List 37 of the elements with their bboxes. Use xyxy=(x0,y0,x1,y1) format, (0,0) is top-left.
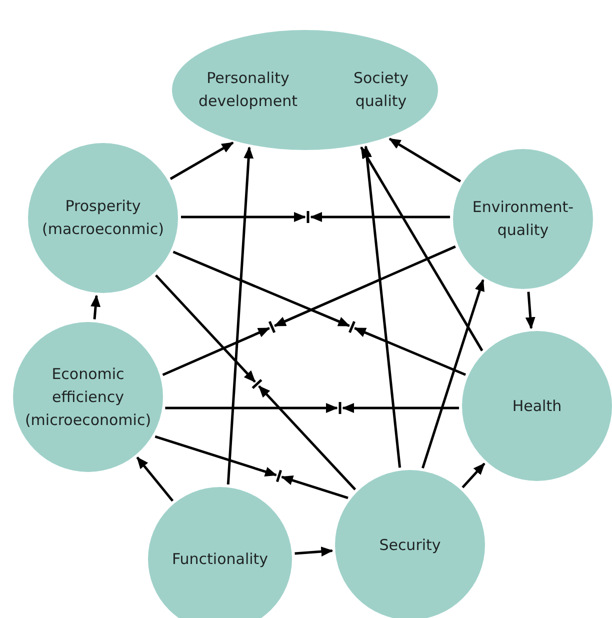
node-label: Environment-quality xyxy=(471,197,575,241)
arrow xyxy=(525,292,536,330)
arrow xyxy=(342,403,460,413)
arrow xyxy=(181,212,306,222)
node-label: Functionality xyxy=(172,548,268,570)
node-label: Security xyxy=(379,534,441,556)
arrow xyxy=(154,274,256,383)
node-label: Society quality xyxy=(352,68,410,112)
arrow xyxy=(280,475,348,500)
arrow xyxy=(310,212,450,222)
arrow xyxy=(170,142,234,180)
conflict-bar xyxy=(268,321,276,333)
conflict-bar xyxy=(348,320,356,334)
arrow xyxy=(172,250,350,327)
arrow xyxy=(354,327,466,376)
arrow xyxy=(90,294,101,320)
arrow xyxy=(162,327,270,376)
arrow xyxy=(258,385,356,490)
node-label: Prosperity (macroeconmic) xyxy=(42,196,164,240)
conflict-bar xyxy=(306,211,310,223)
arrow xyxy=(154,435,278,477)
conflict-bar xyxy=(338,402,342,414)
arrow xyxy=(294,546,334,557)
arrow xyxy=(362,145,402,468)
arrow xyxy=(422,279,484,468)
arrow xyxy=(226,146,254,485)
node-label: Economic efficiency (microeconomic) xyxy=(24,364,152,430)
arrow xyxy=(462,462,486,488)
arrow xyxy=(136,456,174,502)
arrow xyxy=(388,138,462,182)
conflict-bar xyxy=(276,470,282,482)
arrow xyxy=(165,403,338,413)
node-label: Personality development xyxy=(198,68,298,112)
node-label: Health xyxy=(512,396,562,416)
arrow xyxy=(274,245,456,327)
arrow xyxy=(360,146,484,352)
conflict-bar xyxy=(252,379,262,389)
